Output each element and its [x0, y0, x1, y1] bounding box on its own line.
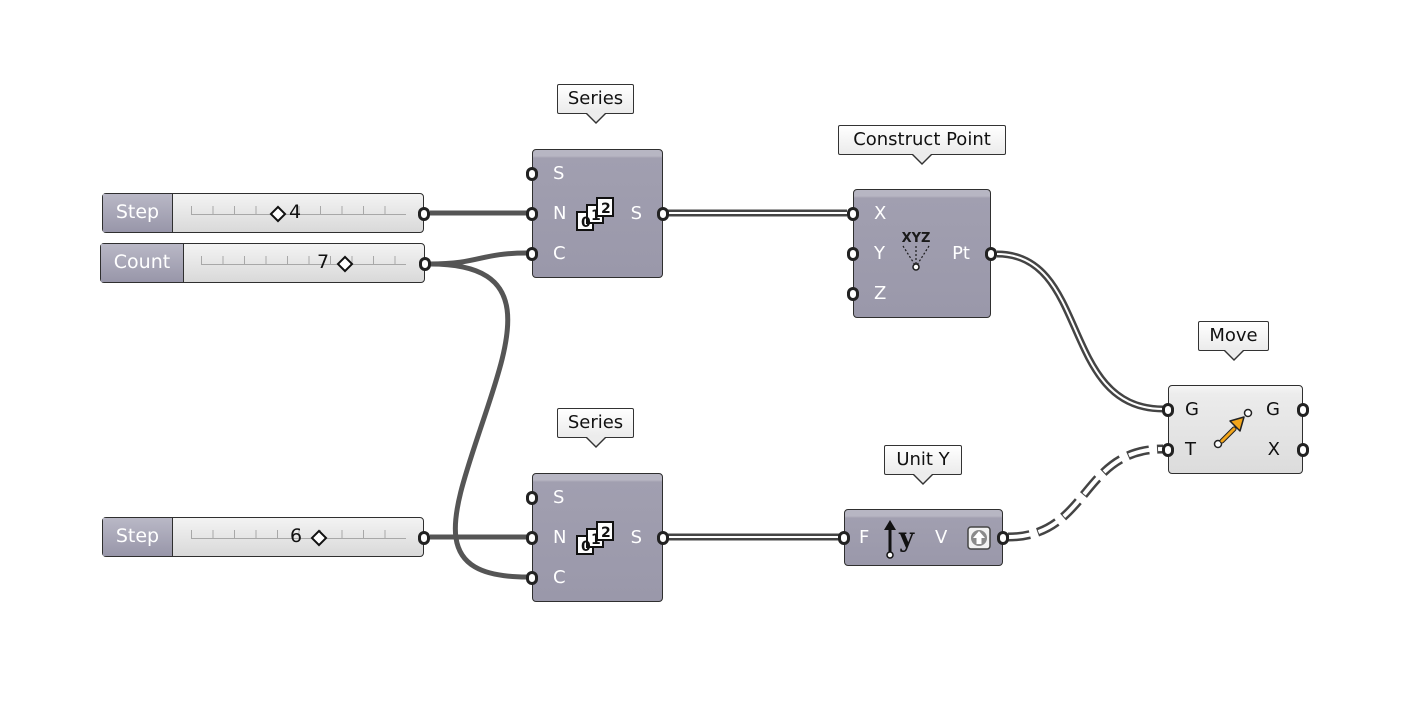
reparameterize-flag-icon — [967, 526, 991, 550]
output-label-s: S — [630, 203, 642, 224]
slider-name: Step — [103, 194, 173, 232]
count-slider[interactable]: Count 7 — [100, 243, 431, 283]
input-label-n: N — [553, 527, 567, 548]
output-label-g: G — [1266, 399, 1280, 420]
series-component[interactable]: S N C 0 1 2 S — [526, 149, 669, 278]
slider-rail[interactable] — [191, 530, 406, 539]
series-component[interactable]: S N C 0 1 2 S — [526, 473, 669, 602]
unit-y-component[interactable]: F y V — [838, 509, 1009, 566]
input-grip-f[interactable] — [838, 531, 850, 545]
wire-count-to-series2-c[interactable] — [429, 261, 528, 580]
tag-pointer — [584, 436, 607, 448]
output-grip-pt[interactable] — [985, 247, 997, 261]
svg-text:2: 2 — [601, 201, 611, 217]
input-grip-z[interactable] — [847, 287, 859, 301]
tag-pointer — [912, 473, 934, 485]
move-icon — [1213, 408, 1253, 449]
output-grip[interactable] — [418, 531, 430, 545]
slider-rail[interactable] — [201, 256, 406, 265]
input-label-z: Z — [874, 283, 887, 304]
input-grip-t[interactable] — [1162, 443, 1174, 457]
output-grip-s[interactable] — [657, 531, 669, 545]
input-label-s: S — [553, 163, 565, 184]
input-grip-x[interactable] — [847, 207, 859, 221]
input-grip-y[interactable] — [847, 247, 859, 261]
svg-text:y: y — [898, 523, 915, 553]
svg-text:2: 2 — [601, 525, 611, 541]
series-tag: Series — [557, 84, 634, 124]
input-label-f: F — [859, 527, 870, 548]
slider-name: Step — [103, 518, 173, 556]
series-tag: Series — [557, 408, 634, 448]
tag-pointer — [911, 153, 933, 165]
slider-name: Count — [101, 244, 184, 282]
svg-text:1: 1 — [591, 208, 601, 224]
input-grip-c[interactable] — [526, 571, 538, 585]
input-label-y: Y — [874, 243, 885, 264]
unit-y-tag: Unit Y — [884, 445, 962, 485]
series-icon: 0 1 2 — [576, 521, 614, 555]
input-label-x: X — [874, 203, 887, 224]
slider-value: 4 — [289, 201, 302, 223]
input-label-c: C — [553, 567, 566, 588]
slider-rail[interactable] — [191, 206, 406, 215]
output-grip-g[interactable] — [1297, 403, 1309, 417]
output-grip[interactable] — [418, 207, 430, 221]
series-icon: 0 1 2 — [576, 197, 614, 231]
output-label-pt: Pt — [952, 243, 970, 264]
tag-label: Unit Y — [896, 449, 950, 470]
output-grip-v[interactable] — [997, 531, 1009, 545]
wire-unity-to-move-t[interactable] — [1007, 444, 1164, 542]
svg-text:0: 0 — [581, 539, 591, 555]
tag-pointer — [584, 112, 607, 124]
output-grip-s[interactable] — [657, 207, 669, 221]
move-tag: Move — [1198, 321, 1269, 361]
input-grip-c[interactable] — [526, 247, 538, 261]
tag-label: Move — [1209, 325, 1258, 346]
step-slider-2[interactable]: Step 6 — [102, 517, 430, 557]
construct-point-component[interactable]: X Y Z XYZ Pt — [847, 189, 997, 318]
input-grip-s[interactable] — [526, 167, 538, 181]
output-label-s: S — [630, 527, 642, 548]
input-grip-s[interactable] — [526, 491, 538, 505]
tag-label: Series — [567, 88, 624, 109]
input-label-g: G — [1185, 399, 1199, 420]
input-label-t: T — [1185, 439, 1196, 460]
slider-value: 6 — [290, 525, 303, 547]
construct-point-icon: XYZ — [902, 231, 931, 271]
svg-text:0: 0 — [581, 215, 591, 231]
svg-text:XYZ: XYZ — [902, 231, 931, 246]
output-grip[interactable] — [419, 257, 431, 271]
input-label-n: N — [553, 203, 567, 224]
construct-point-tag: Construct Point — [838, 125, 1006, 165]
slider-value: 7 — [317, 251, 330, 273]
tag-pointer — [1222, 349, 1245, 361]
move-component[interactable]: G T G X — [1162, 385, 1309, 474]
output-label-x: X — [1267, 439, 1280, 460]
input-label-s: S — [553, 487, 565, 508]
svg-text:1: 1 — [591, 532, 601, 548]
input-grip-n[interactable] — [526, 207, 538, 221]
wire-point-to-move-g[interactable] — [996, 250, 1164, 413]
input-grip-n[interactable] — [526, 531, 538, 545]
input-label-c: C — [553, 243, 566, 264]
output-label-v: V — [935, 527, 948, 548]
step-slider[interactable]: Step 4 — [102, 193, 430, 233]
tag-label: Construct Point — [853, 129, 991, 150]
input-grip-g[interactable] — [1162, 403, 1174, 417]
output-grip-x[interactable] — [1297, 443, 1309, 457]
unit-y-icon: y — [884, 520, 915, 559]
tag-label: Series — [567, 412, 624, 433]
